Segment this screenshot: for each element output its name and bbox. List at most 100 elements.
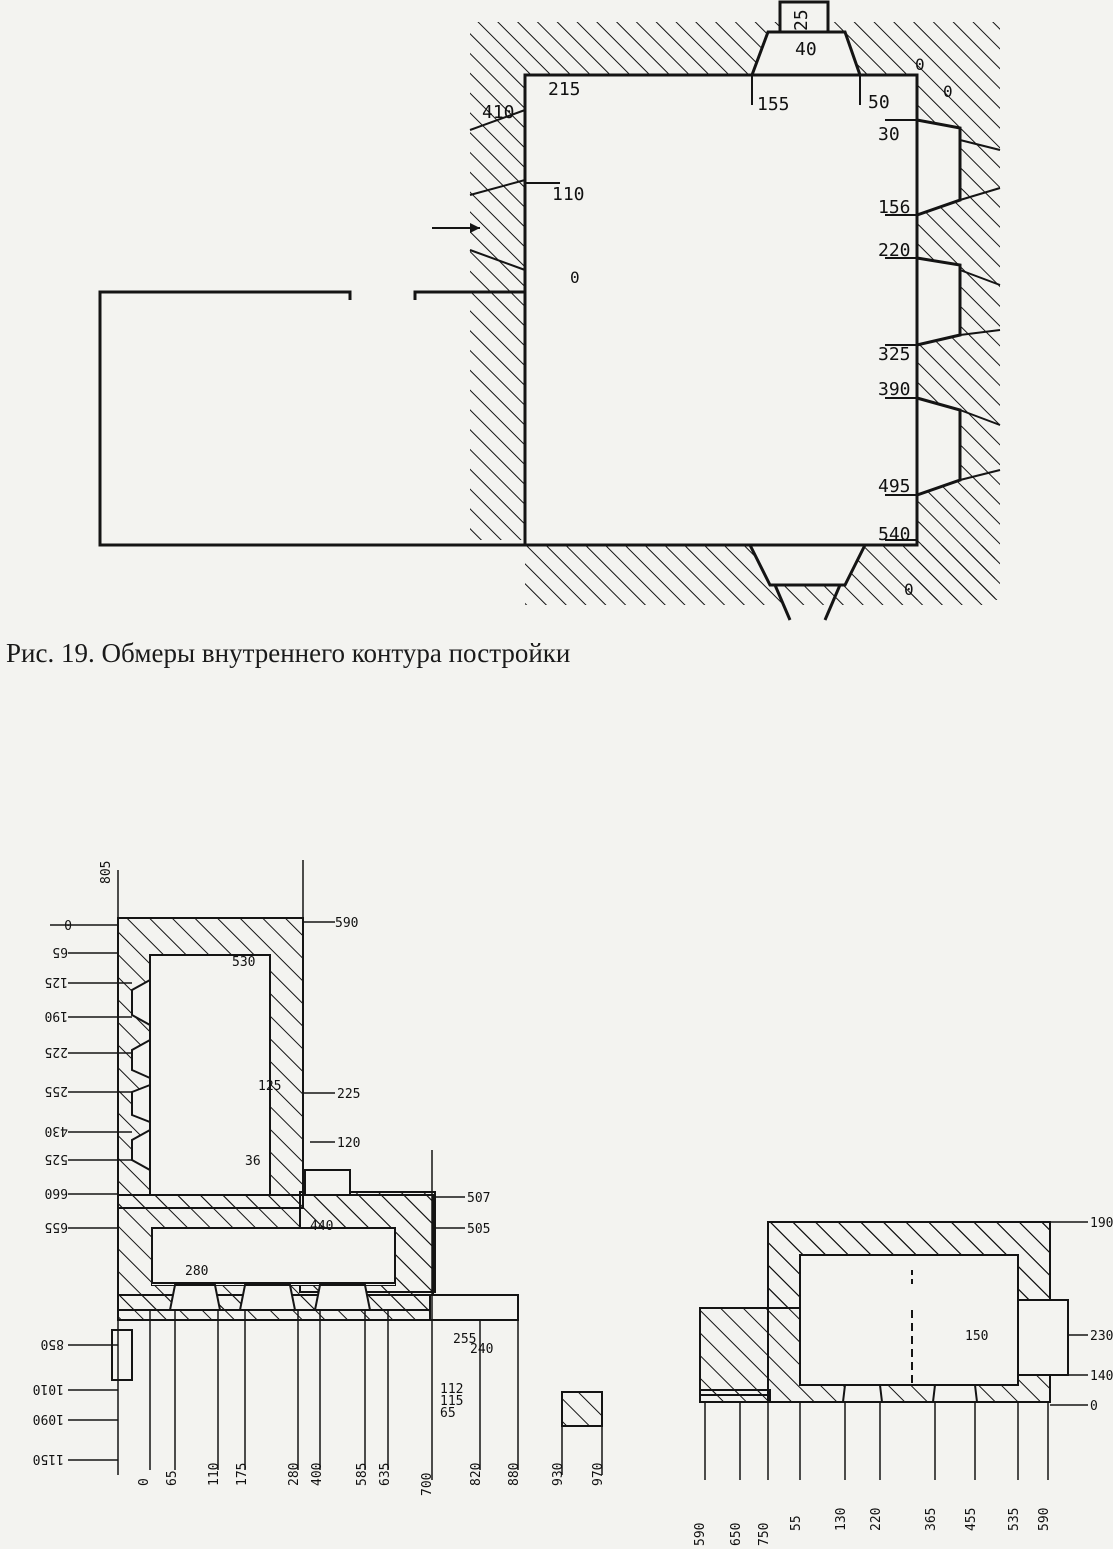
lbl-b-635: 635 bbox=[378, 1463, 393, 1486]
lbl-255: 255 bbox=[45, 1083, 68, 1098]
lbl-b-880: 880 bbox=[507, 1463, 522, 1486]
lbl-b-970: 970 bbox=[591, 1463, 606, 1486]
lbl-b-110: 110 bbox=[207, 1463, 222, 1486]
plan-a-lower-room-box bbox=[151, 1227, 396, 1284]
lbl-pb-220: 220 bbox=[869, 1508, 884, 1531]
lbl-240: 240 bbox=[470, 1342, 493, 1357]
dim-r-156: 156 bbox=[878, 197, 911, 218]
lbl-pb-130: 130 bbox=[834, 1508, 849, 1531]
plan-a-section bbox=[561, 1391, 603, 1427]
plan-a-upper-room bbox=[149, 954, 271, 1196]
right-niche-1 bbox=[915, 118, 962, 218]
lbl-pb-455: 455 bbox=[964, 1508, 979, 1531]
room-interior bbox=[523, 73, 919, 547]
dim-r-30: 30 bbox=[878, 124, 900, 145]
lbl-pb-0: 0 bbox=[1090, 1399, 1098, 1414]
fig19-drawing: 25 40 215 155 50 410 110 30 156 220 325 … bbox=[98, 0, 1001, 621]
lbl-b-400: 400 bbox=[310, 1463, 325, 1486]
lbl-225: 225 bbox=[45, 1044, 68, 1059]
dim-215: 215 bbox=[548, 79, 581, 100]
plan-a-lower-room bbox=[151, 1227, 396, 1286]
lbl-525: 525 bbox=[45, 1151, 68, 1166]
lbl-b-700: 700 bbox=[420, 1473, 435, 1496]
marker-0-b: 0 bbox=[915, 55, 925, 74]
lbl-120: 120 bbox=[337, 1136, 360, 1151]
lbl-655: 655 bbox=[45, 1219, 68, 1234]
marker-0-d: 0 bbox=[904, 580, 914, 599]
dim-r-220: 220 bbox=[878, 240, 911, 261]
lbl-440: 440 bbox=[310, 1219, 333, 1234]
lbl-65: 65 bbox=[52, 944, 68, 959]
plan-b-room bbox=[799, 1254, 1019, 1386]
plan-a-upper-wall bbox=[117, 917, 304, 1209]
lbl-pb-650: 650 bbox=[729, 1523, 744, 1546]
plan-a-bottom-strip bbox=[117, 1294, 519, 1321]
top-niche-slot bbox=[778, 0, 830, 34]
dim-r-495: 495 bbox=[878, 476, 911, 497]
dim-110: 110 bbox=[552, 184, 585, 205]
lbl-660: 660 bbox=[45, 1185, 68, 1200]
lbl-pb-190: 190 bbox=[1090, 1216, 1113, 1231]
marker-0-a: 0 bbox=[570, 268, 580, 287]
lbl-36: 36 bbox=[245, 1154, 261, 1169]
lbl-b-930: 930 bbox=[551, 1463, 566, 1486]
dim-top-25: 25 bbox=[791, 9, 812, 31]
wall-hatch-bottom bbox=[525, 545, 995, 605]
lbl-505: 505 bbox=[467, 1222, 490, 1237]
lbl-pb-230: 230 bbox=[1090, 1329, 1113, 1344]
lbl-280: 280 bbox=[185, 1264, 208, 1279]
lbl-400: 805 bbox=[99, 861, 114, 884]
lbl-pb-365: 365 bbox=[924, 1508, 939, 1531]
lbl-b-280: 280 bbox=[287, 1463, 302, 1486]
wall-hatch-top bbox=[470, 22, 1000, 540]
lbl-115: 115 bbox=[440, 1394, 463, 1409]
right-niche-3 bbox=[915, 396, 962, 498]
lbl-1090: 1090 bbox=[33, 1411, 64, 1426]
lbl-112: 112 bbox=[440, 1382, 463, 1397]
dim-top-40: 40 bbox=[795, 39, 817, 60]
lbl-pb-55: 55 bbox=[789, 1515, 804, 1531]
lbl-1150: 1150 bbox=[33, 1451, 64, 1466]
lbl-b-0: 0 bbox=[137, 1478, 152, 1486]
lbl-530: 530 bbox=[232, 955, 255, 970]
lbl-590: 590 bbox=[335, 916, 358, 931]
lbl-b-585: 585 bbox=[355, 1463, 370, 1486]
lbl-507: 507 bbox=[467, 1191, 490, 1206]
plan-a-lower-right-wall bbox=[299, 1191, 436, 1293]
dim-r-390: 390 bbox=[878, 379, 911, 400]
lbl-b-175: 175 bbox=[235, 1463, 250, 1486]
figure-caption: Рис. 19. Обмеры внутреннего контура пост… bbox=[6, 638, 571, 668]
lbl-pb-140: 140 bbox=[1090, 1369, 1113, 1384]
lbl-190: 190 bbox=[45, 1008, 68, 1023]
lbl-b-65: 65 bbox=[165, 1470, 180, 1486]
lbl-pb-590b: 590 bbox=[1037, 1508, 1052, 1531]
lbl-pb-150: 150 bbox=[965, 1329, 988, 1344]
lbl-430: 430 bbox=[45, 1123, 68, 1138]
lbl-225-r: 225 bbox=[337, 1087, 360, 1102]
lbl-0-left: 0 bbox=[64, 916, 72, 931]
top-niche bbox=[749, 30, 863, 77]
dim-50: 50 bbox=[868, 92, 890, 113]
lbl-pb-590: 590 bbox=[693, 1523, 708, 1546]
right-niche-2 bbox=[915, 256, 962, 347]
lbl-125: 125 bbox=[45, 974, 68, 989]
lbl-65-r: 65 bbox=[440, 1406, 456, 1421]
bottom-niche bbox=[747, 543, 868, 587]
plan-b-wall bbox=[699, 1221, 1051, 1396]
plan-b-outer-wall bbox=[767, 1221, 1051, 1309]
lbl-pb-750: 750 bbox=[757, 1523, 772, 1546]
lbl-850: 850 bbox=[41, 1336, 64, 1351]
lbl-1010: 1010 bbox=[33, 1381, 64, 1396]
dim-410: 410 bbox=[482, 102, 515, 123]
dim-r-540: 540 bbox=[878, 524, 911, 545]
annex-outline bbox=[98, 290, 525, 547]
marker-0-c: 0 bbox=[943, 82, 953, 101]
lbl-pb-535: 535 bbox=[1007, 1508, 1022, 1531]
lbl-125-in: 125 bbox=[258, 1079, 281, 1094]
dim-r-325: 325 bbox=[878, 344, 911, 365]
lbl-b-820: 820 bbox=[469, 1463, 484, 1486]
plan-a-lower-wall bbox=[117, 1194, 434, 1311]
lbl-255-r: 255 bbox=[453, 1332, 476, 1347]
dim-155: 155 bbox=[757, 94, 790, 115]
